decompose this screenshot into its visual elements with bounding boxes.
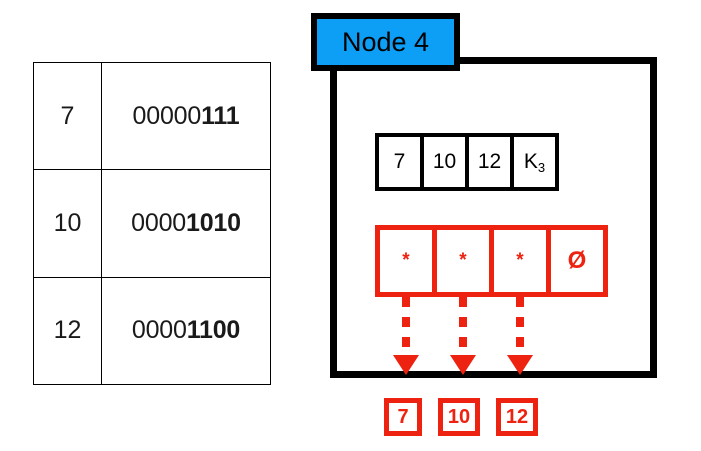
decimal-value-cell: 10 bbox=[33, 169, 102, 278]
key-cell: 10 bbox=[420, 133, 469, 191]
leaf-value-label: 7 bbox=[397, 405, 409, 428]
table-row: 7 00000111 bbox=[33, 61, 271, 171]
pointer-cell-null: Ø bbox=[546, 225, 608, 297]
node-frame bbox=[330, 57, 657, 378]
binary-suffix: 111 bbox=[201, 101, 240, 130]
leaf-value-label: 10 bbox=[447, 405, 471, 428]
key-cell: 7 bbox=[375, 133, 424, 191]
key-cell-subscript: 3 bbox=[537, 159, 546, 175]
pointer-symbol: * bbox=[516, 250, 524, 271]
null-pointer-symbol: Ø bbox=[567, 247, 587, 274]
binary-suffix: 1100 bbox=[186, 316, 241, 345]
arrow-shaft bbox=[459, 297, 467, 359]
pointer-symbol: * bbox=[459, 250, 467, 271]
table-row: 12 00001100 bbox=[33, 276, 271, 386]
decimal-value-cell: 7 bbox=[33, 61, 102, 171]
leaf-value-box: 10 bbox=[438, 398, 480, 436]
binary-value-cell: 00001100 bbox=[101, 276, 271, 386]
pointer-cell: * bbox=[432, 225, 494, 297]
pointer-symbol: * bbox=[402, 250, 410, 271]
pointer-cell: * bbox=[489, 225, 551, 297]
key-cell-label: 7 bbox=[393, 150, 406, 173]
arrow-shaft bbox=[402, 297, 410, 359]
binary-prefix: 0000 bbox=[131, 316, 187, 345]
table-row: 10 00001010 bbox=[33, 169, 271, 278]
leaf-value-box: 12 bbox=[496, 398, 538, 436]
arrow-shaft bbox=[516, 297, 524, 359]
key-cell: 12 bbox=[465, 133, 514, 191]
binary-prefix: 00000 bbox=[132, 101, 202, 130]
binary-value-cell: 00001010 bbox=[101, 169, 271, 278]
node-title-tab: Node 4 bbox=[311, 13, 460, 71]
key-cell-label: 12 bbox=[477, 150, 502, 173]
leaf-value-box: 7 bbox=[384, 398, 422, 436]
binary-prefix: 0000 bbox=[131, 208, 186, 237]
binary-representation-table: 7 00000111 10 00001010 12 00001100 bbox=[33, 61, 271, 386]
key-cell-label: 10 bbox=[432, 150, 457, 173]
pointer-row: * * * Ø bbox=[375, 225, 608, 297]
arrow-head bbox=[450, 355, 476, 375]
binary-suffix: 1010 bbox=[186, 208, 241, 237]
leaf-value-label: 12 bbox=[505, 405, 529, 428]
decimal-value-cell: 12 bbox=[33, 276, 102, 386]
arrow-head bbox=[393, 355, 419, 375]
binary-value-cell: 00000111 bbox=[101, 61, 271, 171]
node-title-label: Node 4 bbox=[341, 26, 430, 57]
arrow-head bbox=[507, 355, 533, 375]
pointer-cell: * bbox=[375, 225, 437, 297]
key-cell-label: K bbox=[523, 150, 538, 173]
